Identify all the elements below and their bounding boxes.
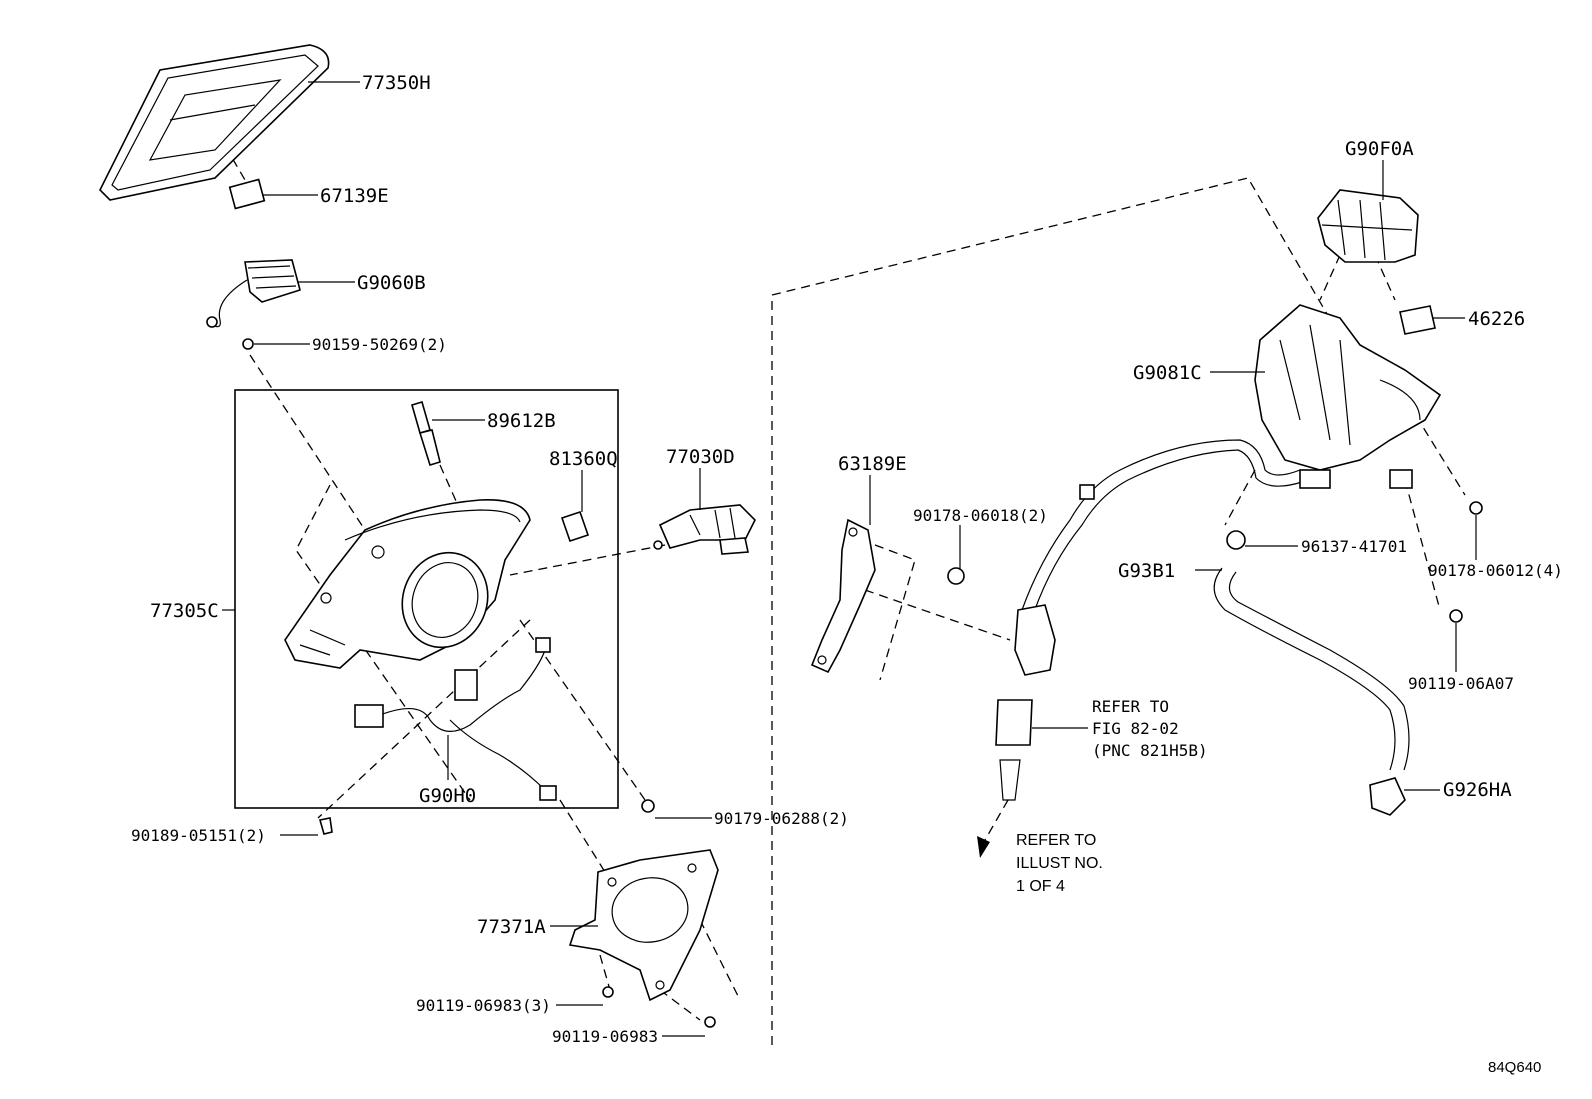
label-77371A: 77371A (477, 916, 546, 938)
refer-illust-line3: 1 OF 4 (1016, 878, 1065, 895)
nut-90178-06012-shape (1469, 501, 1483, 515)
label-G9081C: G9081C (1133, 362, 1202, 384)
clip-90189-shape (318, 817, 333, 835)
cable-assembly-shape (1014, 439, 1303, 676)
label-67139E: 67139E (320, 185, 389, 207)
label-90189-05151: 90189-05151(2) (131, 826, 266, 845)
label-77305C: 77305C (150, 600, 219, 622)
lens-cover-77350H-shape (99, 44, 330, 201)
sensor-89612B-shape (411, 401, 441, 466)
label-90178-06012: 90178-06012(4) (1428, 561, 1563, 580)
connector-46226-shape (1399, 305, 1436, 335)
connector-81360Q-shape (560, 510, 590, 543)
refer-note-illust: REFER TO ILLUST NO. 1 OF 4 (1016, 832, 1103, 895)
clip-G926HA-shape (1369, 777, 1406, 816)
leader-lines (222, 81, 1477, 1037)
refer-fig-line1: REFER TO (1092, 697, 1169, 716)
clamp-96137-shape (1226, 530, 1246, 550)
headlamp-housing-77305C-shape (284, 499, 531, 669)
refer-illust-line2: ILLUST NO. (1016, 855, 1103, 872)
module-G90F0A-shape (1317, 189, 1419, 263)
label-90179-06288: 90179-06288(2) (714, 809, 849, 828)
label-81360Q: 81360Q (549, 448, 618, 470)
label-77350H: 77350H (362, 72, 431, 94)
screw-90119-06983-shape (704, 1016, 716, 1028)
label-G926HA: G926HA (1443, 779, 1512, 801)
label-90119-06A07: 90119-06A07 (1408, 674, 1514, 693)
figure-code: 84Q640 (1488, 1059, 1541, 1076)
module-G9060B-shape (206, 259, 301, 328)
pad-67139E-shape (228, 178, 266, 210)
label-96137-41701: 96137-41701 (1301, 537, 1407, 556)
label-46226: 46226 (1468, 308, 1525, 330)
label-77030D: 77030D (666, 446, 735, 468)
label-63189E: 63189E (838, 453, 907, 475)
refer-fig-line2: FIG 82-02 (1092, 719, 1179, 738)
hose-G93B1-shape (1213, 567, 1410, 771)
screw-90119-06983-3-shape (602, 986, 614, 998)
label-90119-06983: 90119-06983 (552, 1027, 658, 1046)
refer-fig-line3: (PNC 821H5B) (1092, 741, 1208, 760)
nut-90178-06018-shape (947, 567, 965, 585)
label-G9060B: G9060B (357, 272, 426, 294)
label-90159-50269: 90159-50269(2) (312, 335, 447, 354)
screw-90159-shape (242, 338, 254, 350)
screw-90119-06A07-shape (1449, 609, 1463, 623)
harness-G90H0-shape (354, 637, 557, 801)
label-G93B1: G93B1 (1118, 560, 1175, 582)
label-G90H0: G90H0 (419, 785, 476, 807)
label-G90F0A: G90F0A (1345, 138, 1414, 160)
label-90178-06018: 90178-06018(2) (913, 506, 1048, 525)
label-90119-06983-3: 90119-06983(3) (416, 996, 551, 1015)
label-89612B: 89612B (487, 410, 556, 432)
refer-note-fig: REFER TO FIG 82-02 (PNC 821H5B) (1092, 697, 1208, 760)
connector-refer-shape (995, 699, 1033, 801)
bracket-63189E-shape (810, 518, 876, 674)
part-labels: 77350H 67139E G9060B 90159-50269(2) 8961… (131, 72, 1563, 1046)
bracket-77371A-shape (568, 849, 719, 1002)
actuator-G9081C-shape (1254, 304, 1442, 489)
headlamp-assembly-box (234, 389, 619, 809)
nut-90179-shape (641, 799, 655, 813)
actuator-77030D-shape (653, 504, 756, 555)
refer-illust-line1: REFER TO (1016, 832, 1096, 849)
refer-arrow (977, 799, 1009, 858)
